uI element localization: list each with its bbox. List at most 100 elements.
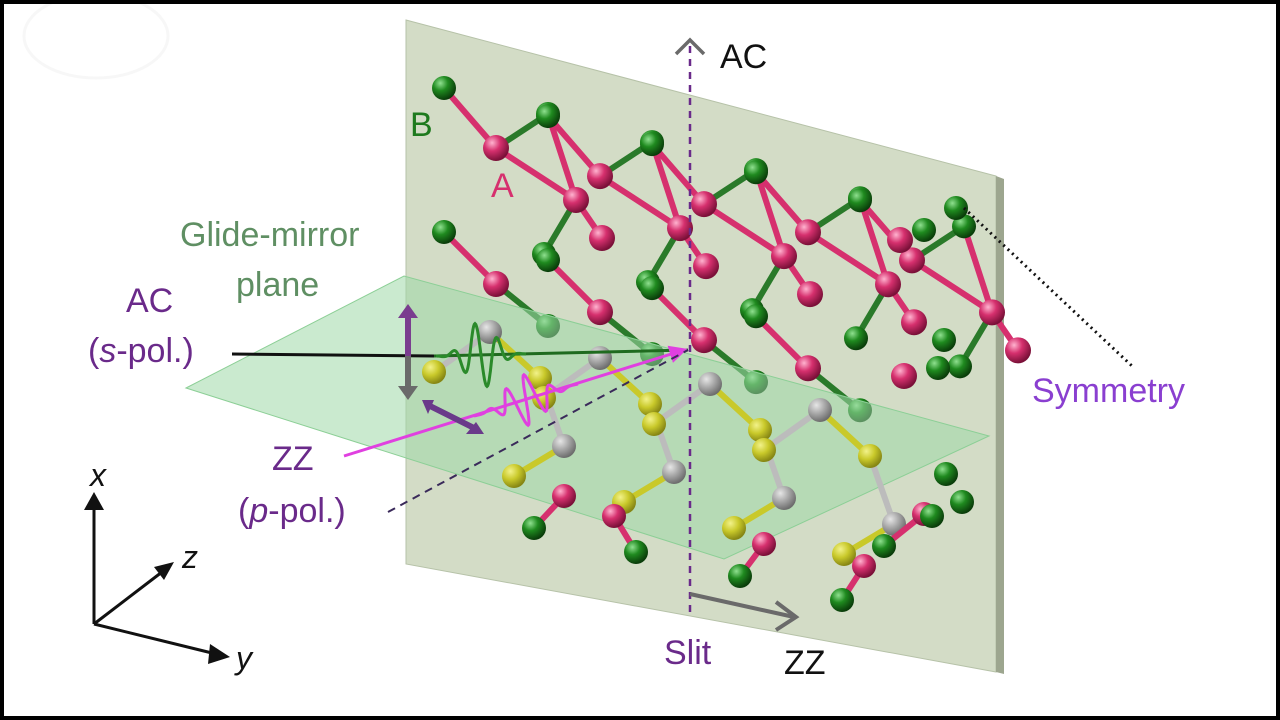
atom: [693, 253, 719, 280]
atom-bond: [910, 257, 994, 315]
atom: [588, 346, 612, 370]
crystal-lattice: [432, 76, 1031, 423]
atom: [952, 214, 976, 239]
atom: [483, 271, 509, 297]
atom-bond: [961, 225, 995, 314]
atom: [872, 534, 896, 558]
atom: [797, 281, 823, 308]
atom: [522, 516, 546, 540]
zz-p-pol-subtitle: (p-pol.): [238, 492, 346, 530]
atom: [691, 327, 717, 354]
ac-s-pol-title: AC: [126, 282, 173, 320]
atom: [744, 304, 768, 329]
atom-bond: [598, 173, 682, 231]
atom: [552, 484, 576, 508]
atom: [691, 191, 717, 218]
atom: [502, 464, 526, 488]
atom: [934, 462, 958, 486]
atom: [728, 564, 752, 588]
atom: [744, 160, 768, 185]
atom: [848, 188, 872, 213]
atom: [602, 504, 626, 528]
symmetry-label: Symmetry: [1032, 372, 1185, 410]
s-pol-beam: [231, 321, 689, 389]
atom: [536, 104, 560, 129]
atom-bond: [649, 142, 707, 207]
atom-bond: [753, 170, 811, 235]
atom: [640, 276, 664, 301]
atom: [844, 326, 868, 351]
atom: [926, 356, 950, 380]
glide-mirror-label: Glide-mirror: [180, 216, 359, 254]
reflected-lattice: [422, 320, 974, 612]
ac-axis-line: [674, 37, 706, 614]
glide-plane-label: plane: [236, 266, 319, 304]
atom: [563, 187, 589, 213]
atom: [772, 486, 796, 510]
atom-bond: [857, 197, 891, 286]
atom: [624, 540, 648, 564]
atom: [771, 243, 797, 270]
atom: [587, 299, 613, 326]
atom: [830, 588, 854, 612]
atom-bond: [545, 114, 603, 179]
atom: [662, 460, 686, 484]
atom-bond: [806, 229, 890, 287]
atom: [944, 196, 968, 220]
atom: [432, 76, 456, 100]
watermark-logo: [22, 4, 170, 80]
atom: [752, 438, 776, 462]
atom-bond: [753, 169, 787, 258]
atom: [1005, 337, 1031, 364]
atom: [795, 219, 821, 246]
zz-axis-arrow: [689, 592, 800, 632]
slit-label: Slit: [664, 634, 712, 672]
ac-top-label: AC: [720, 38, 767, 76]
atom-bond: [649, 141, 683, 230]
atom: [722, 516, 746, 540]
atom: [667, 215, 693, 242]
p-pol-beam: [343, 345, 688, 458]
coordinate-axes: x y z: [84, 457, 254, 676]
atom: [483, 135, 509, 161]
atom: [587, 163, 613, 190]
atom: [852, 554, 876, 578]
atom: [887, 227, 913, 253]
atom: [948, 354, 972, 379]
atom: [638, 392, 662, 416]
atom: [640, 132, 664, 157]
symmetry-dotted-line: [962, 206, 1134, 368]
atom: [899, 247, 925, 274]
atom: [528, 366, 552, 390]
atom: [552, 434, 576, 458]
atom: [432, 220, 456, 244]
atom: [698, 372, 722, 396]
atom: [642, 412, 666, 436]
atom-a-label: A: [491, 167, 514, 205]
atom: [752, 532, 776, 556]
atom-bond: [702, 201, 786, 259]
atom: [979, 299, 1005, 326]
atom: [748, 418, 772, 442]
axis-y-label: y: [234, 640, 254, 676]
atom: [808, 398, 832, 422]
atom-bond: [441, 86, 499, 150]
axis-z-label: z: [181, 539, 198, 575]
zz-p-pol-title: ZZ: [272, 440, 314, 478]
atom: [858, 444, 882, 468]
atom-bond: [867, 455, 897, 525]
atom: [912, 218, 936, 242]
atom: [891, 363, 917, 389]
atom: [536, 248, 560, 273]
axis-x-label: x: [88, 457, 107, 493]
atom: [932, 328, 956, 352]
s-polarization-arrow: [398, 304, 418, 400]
atom-bond: [545, 113, 579, 201]
atom: [901, 309, 927, 336]
atom-b-label: B: [410, 106, 433, 144]
atom: [920, 504, 944, 528]
atom: [950, 490, 974, 514]
ac-s-pol-subtitle: (s-pol.): [88, 332, 194, 370]
atom: [589, 225, 615, 251]
